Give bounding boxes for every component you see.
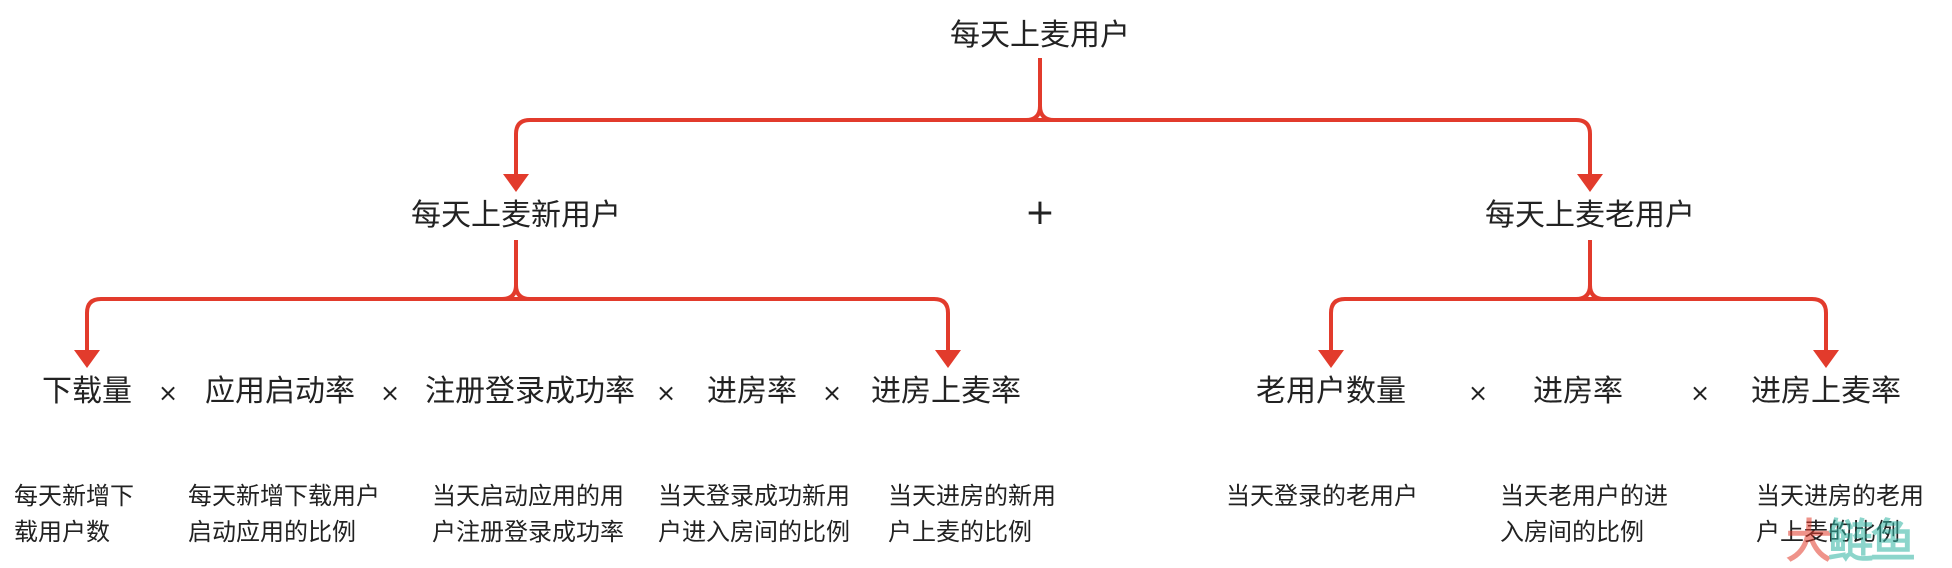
old-users-node: 每天上麦老用户 bbox=[1485, 198, 1695, 233]
arrow-head bbox=[74, 350, 100, 368]
factor-downloads: 下载量 bbox=[42, 374, 132, 409]
root-node: 每天上麦用户 bbox=[950, 18, 1130, 53]
multiply-operator: × bbox=[157, 379, 179, 407]
desc-register-login-rate: 当天启动应用的用 户注册登录成功率 bbox=[432, 482, 624, 546]
desc-app-launch-rate: 每天新增下载用户 启动应用的比例 bbox=[188, 482, 380, 546]
factor-old-room-entry-rate: 进房率 bbox=[1533, 374, 1623, 409]
arrow-head bbox=[503, 174, 529, 192]
desc-mic-on-rate: 当天进房的新用 户上麦的比例 bbox=[888, 482, 1056, 546]
multiply-operator: × bbox=[821, 379, 843, 407]
desc-old-user-count: 当天登录的老用户 bbox=[1226, 482, 1418, 510]
multiply-operator: × bbox=[1467, 379, 1489, 407]
multiply-operator: × bbox=[655, 379, 677, 407]
multiply-operator: × bbox=[1689, 379, 1711, 407]
desc-old-mic-on-rate: 当天进房的老用 户上麦的比例 bbox=[1756, 482, 1924, 546]
multiply-operator: × bbox=[379, 379, 401, 407]
factor-register-login-rate: 注册登录成功率 bbox=[425, 374, 635, 409]
connector-path bbox=[514, 58, 1592, 176]
factor-mic-on-rate: 进房上麦率 bbox=[871, 374, 1021, 409]
plus-operator: + bbox=[1024, 192, 1056, 233]
new-users-node: 每天上麦新用户 bbox=[411, 198, 621, 233]
desc-room-entry-rate: 当天登录成功新用 户进入房间的比例 bbox=[658, 482, 850, 546]
connector-path bbox=[1329, 240, 1828, 352]
factor-old-user-count: 老用户数量 bbox=[1256, 374, 1406, 409]
watermark-logo: 大鲢鱼 bbox=[1786, 514, 1916, 568]
desc-downloads: 每天新增下 载用户数 bbox=[14, 482, 134, 546]
arrow-head bbox=[1577, 174, 1603, 192]
factor-app-launch-rate: 应用启动率 bbox=[205, 374, 355, 409]
connector-path bbox=[85, 240, 950, 352]
arrow-head bbox=[1813, 350, 1839, 368]
desc-old-room-entry-rate: 当天老用户的进 入房间的比例 bbox=[1500, 482, 1668, 546]
arrow-head bbox=[935, 350, 961, 368]
arrow-head bbox=[1318, 350, 1344, 368]
factor-room-entry-rate: 进房率 bbox=[707, 374, 797, 409]
factor-old-mic-on-rate: 进房上麦率 bbox=[1751, 374, 1901, 409]
